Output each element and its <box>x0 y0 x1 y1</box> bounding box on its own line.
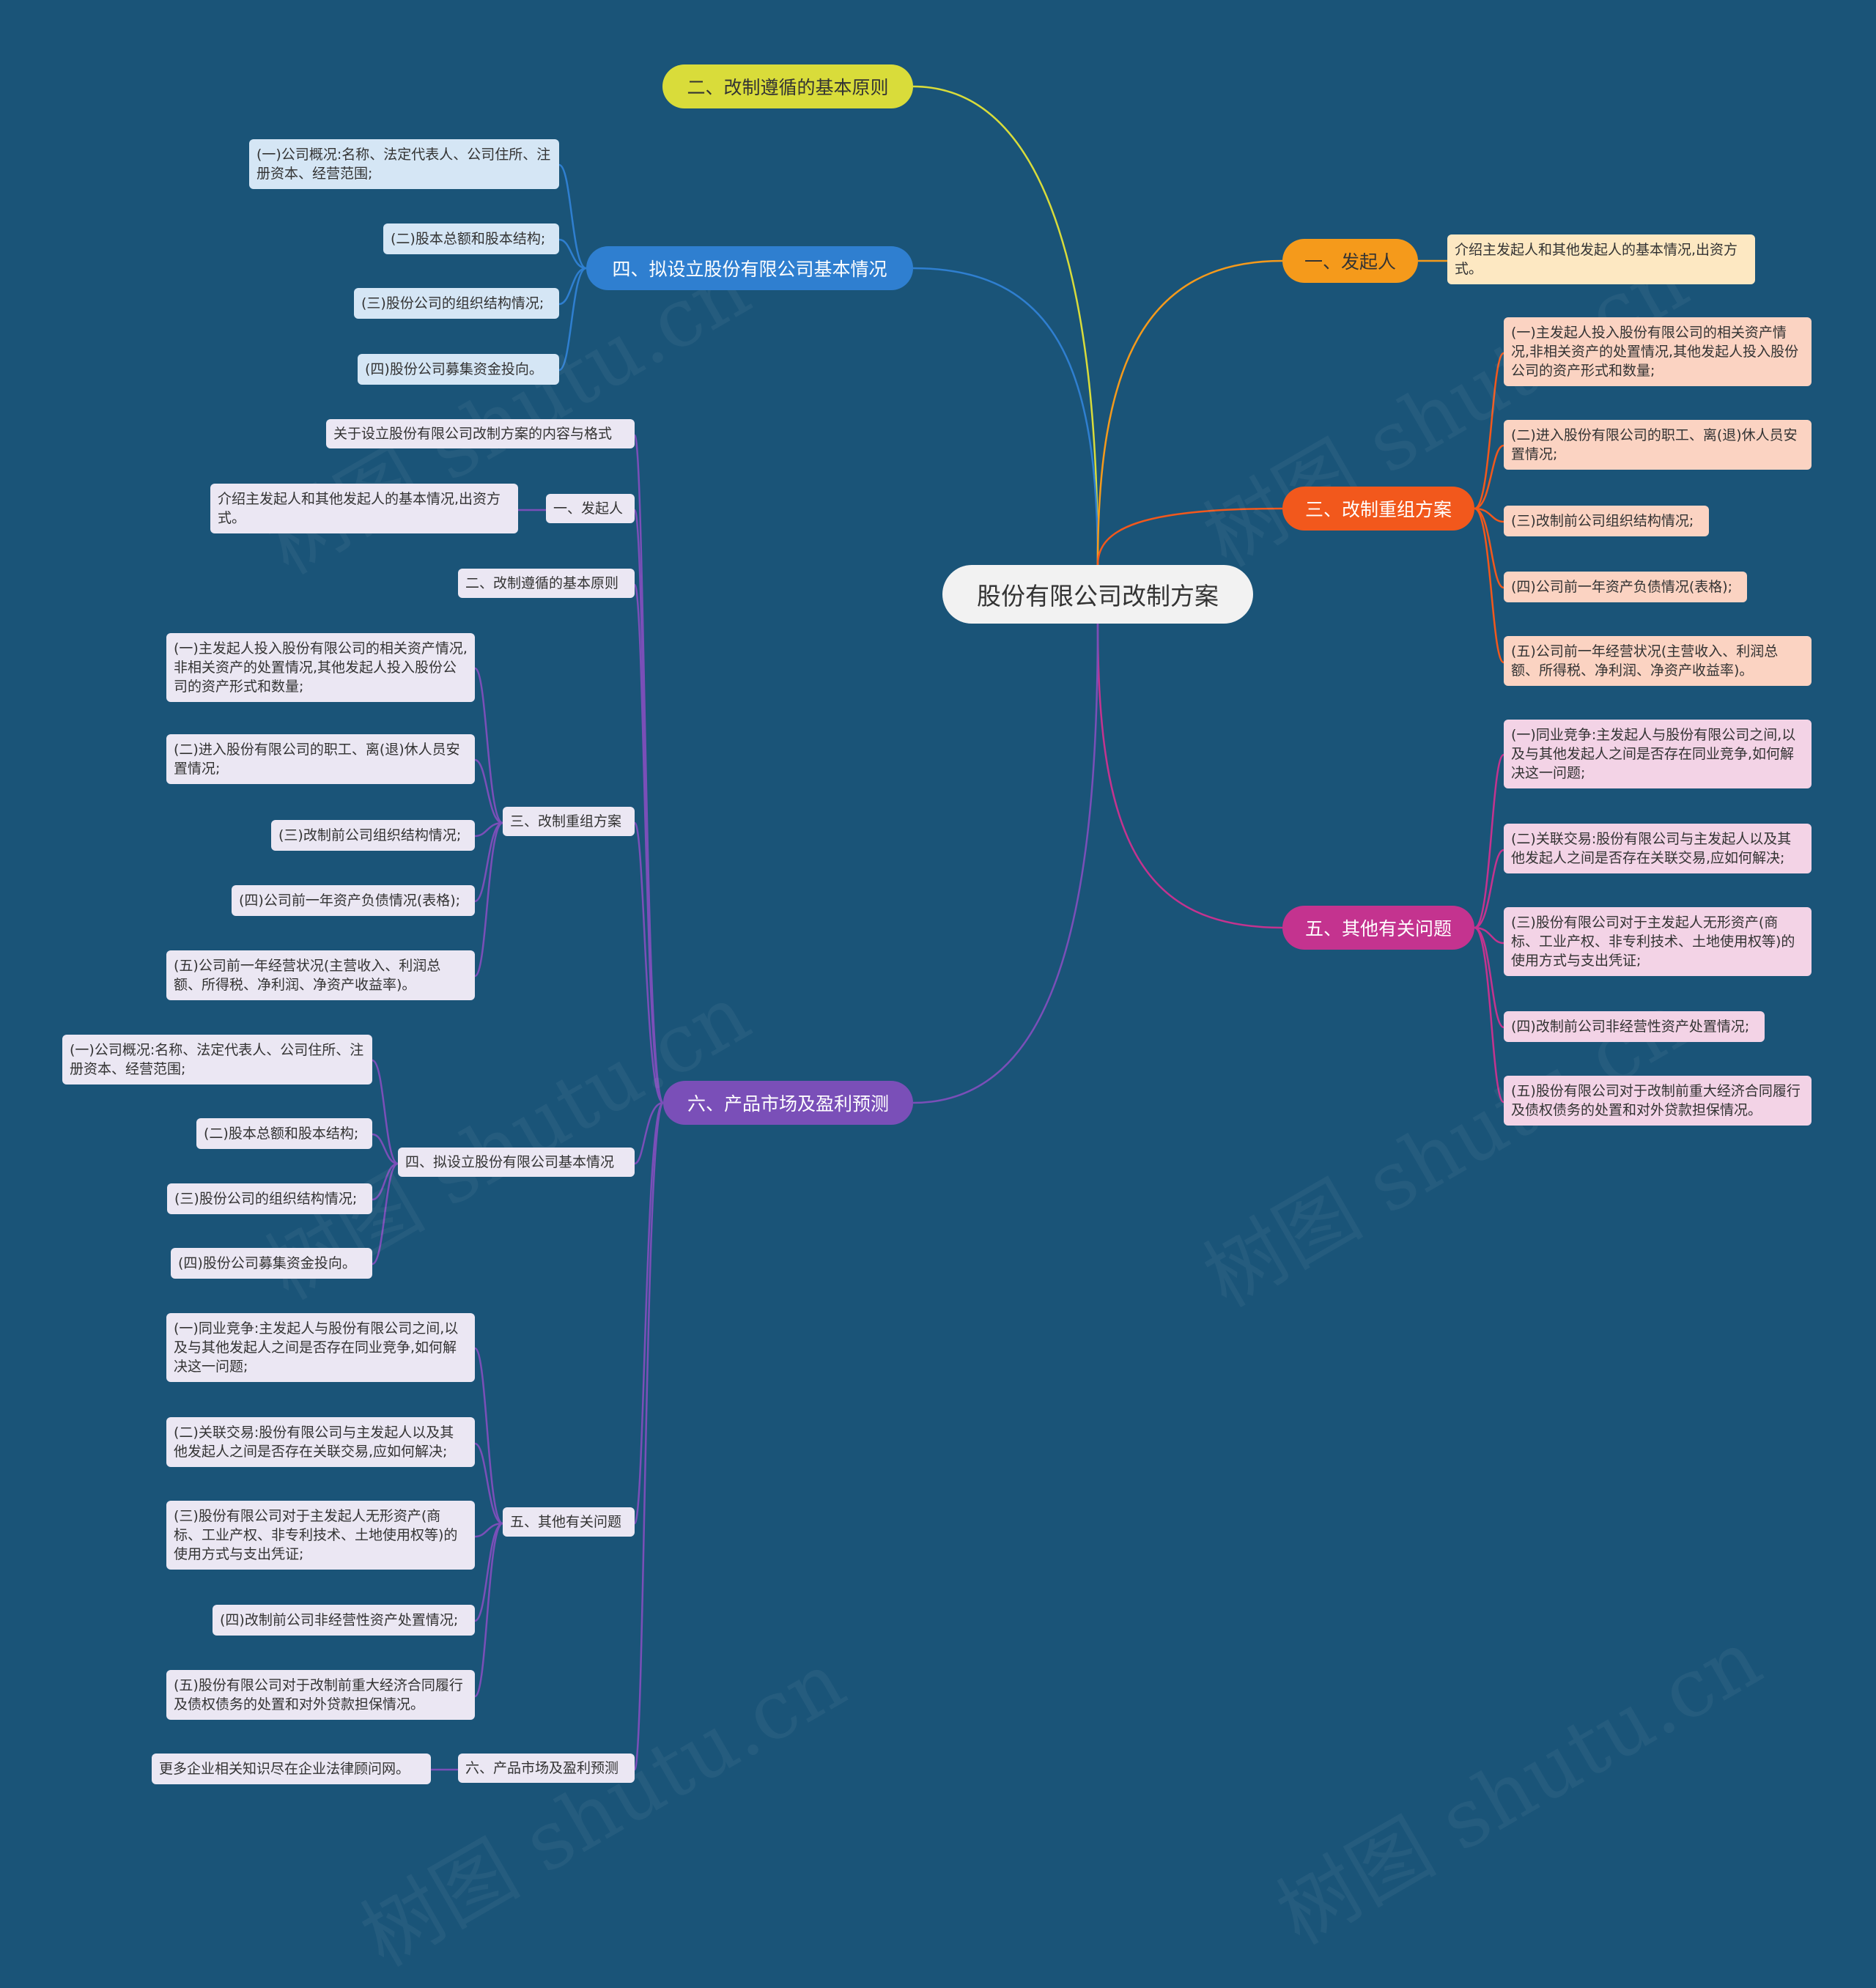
b6-sub-restructuring-item[interactable]: (一)主发起人投入股份有限公司的相关资产情况,非相关资产的处置情况,其他发起人投… <box>166 633 475 702</box>
b6-sub-restructuring-item[interactable]: (三)改制前公司组织结构情况; <box>271 820 475 851</box>
b4-item[interactable]: (二)股本总额和股本结构; <box>383 223 559 254</box>
b6-sub-other-issues-item[interactable]: (四)改制前公司非经营性资产处置情况; <box>213 1605 475 1636</box>
b6-sub-company-info[interactable]: 四、拟设立股份有限公司基本情况 <box>398 1148 635 1177</box>
b4-item[interactable]: (四)股份公司募集资金投向。 <box>358 354 559 385</box>
links-b3 <box>1474 352 1505 664</box>
b6-sub-promoters-item[interactable]: 介绍主发起人和其他发起人的基本情况,出资方式。 <box>210 484 518 533</box>
b6-sub-company-info-item[interactable]: (三)股份公司的组织结构情况; <box>167 1183 372 1214</box>
b6-sub-company-info-item[interactable]: (四)股份公司募集资金投向。 <box>171 1248 372 1279</box>
b6-sub-other-issues-item[interactable]: (三)股份有限公司对于主发起人无形资产(商标、工业产权、非专利技术、土地使用权等… <box>166 1501 475 1570</box>
b6-sub-restructuring-item[interactable]: (四)公司前一年资产负债情况(表格); <box>232 885 475 916</box>
b4-item[interactable]: (一)公司概况:名称、法定代表人、公司住所、注册资本、经营范围; <box>249 139 559 189</box>
b3-item[interactable]: (一)主发起人投入股份有限公司的相关资产情况,非相关资产的处置情况,其他发起人投… <box>1504 317 1812 386</box>
b5-item[interactable]: (四)改制前公司非经营性资产处置情况; <box>1504 1011 1765 1042</box>
b6-sub-promoters[interactable]: 一、发起人 <box>546 494 635 523</box>
branch-company-basic-info[interactable]: 四、拟设立股份有限公司基本情况 <box>586 246 913 290</box>
mindmap-links <box>372 85 1505 1771</box>
b1-item[interactable]: 介绍主发起人和其他发起人的基本情况,出资方式。 <box>1447 234 1755 284</box>
b6-sub-market-forecast-item[interactable]: 更多企业相关知识尽在企业法律顾问网。 <box>152 1754 431 1784</box>
branch-basic-principles[interactable]: 二、改制遵循的基本原则 <box>662 64 913 108</box>
b5-item[interactable]: (二)关联交易:股份有限公司与主发起人以及其他发起人之间是否存在关联交易,应如何… <box>1504 824 1812 873</box>
b6-title[interactable]: 关于设立股份有限公司改制方案的内容与格式 <box>326 419 635 448</box>
b6-sub-restructuring-item[interactable]: (二)进入股份有限公司的职工、离(退)休人员安置情况; <box>166 734 475 784</box>
root-topic[interactable]: 股份有限公司改制方案 <box>942 565 1253 624</box>
b6-sub-company-info-item[interactable]: (一)公司概况:名称、法定代表人、公司住所、注册资本、经营范围; <box>62 1035 372 1084</box>
links-b6 <box>372 434 665 1771</box>
b6-sub-company-info-item[interactable]: (二)股本总额和股本结构; <box>196 1118 372 1149</box>
b6-sub-other-issues-item[interactable]: (二)关联交易:股份有限公司与主发起人以及其他发起人之间是否存在关联交易,应如何… <box>166 1417 475 1467</box>
b5-item[interactable]: (一)同业竞争:主发起人与股份有限公司之间,以及与其他发起人之间是否存在同业竞争… <box>1504 720 1812 788</box>
b3-item[interactable]: (五)公司前一年经营状况(主营收入、利润总额、所得税、净利润、净资产收益率)。 <box>1504 636 1812 686</box>
link-root-b1 <box>1096 259 1283 566</box>
link-root-b4 <box>912 267 1099 566</box>
b6-sub-restructuring-item[interactable]: (五)公司前一年经营状况(主营收入、利润总额、所得税、净利润、净资产收益率)。 <box>166 950 475 1000</box>
link-root-b2 <box>912 85 1099 566</box>
b3-item[interactable]: (三)改制前公司组织结构情况; <box>1504 506 1709 536</box>
b4-item[interactable]: (三)股份公司的组织结构情况; <box>354 288 559 319</box>
b6-sub-other-issues-item[interactable]: (五)股份有限公司对于改制前重大经济合同履行及债权债务的处置和对外贷款担保情况。 <box>166 1670 475 1720</box>
b5-item[interactable]: (三)股份有限公司对于主发起人无形资产(商标、工业产权、非专利技术、土地使用权等… <box>1504 907 1812 976</box>
branch-market-forecast[interactable]: 六、产品市场及盈利预测 <box>663 1081 913 1125</box>
links-b5 <box>1474 753 1505 1104</box>
b6-sub-principles[interactable]: 二、改制遵循的基本原则 <box>458 569 635 598</box>
branch-other-issues[interactable]: 五、其他有关问题 <box>1282 906 1474 950</box>
link-root-b6 <box>912 623 1099 1104</box>
link-root-b5 <box>1096 623 1283 929</box>
b3-item[interactable]: (二)进入股份有限公司的职工、离(退)休人员安置情况; <box>1504 420 1812 470</box>
branch-promoters[interactable]: 一、发起人 <box>1282 239 1418 283</box>
b3-item[interactable]: (四)公司前一年资产负债情况(表格); <box>1504 572 1747 602</box>
b6-sub-market-forecast[interactable]: 六、产品市场及盈利预测 <box>458 1754 635 1783</box>
link-root-b3 <box>1096 507 1283 566</box>
b6-sub-other-issues[interactable]: 五、其他有关问题 <box>503 1507 635 1537</box>
links-b4 <box>558 163 587 372</box>
b6-sub-restructuring[interactable]: 三、改制重组方案 <box>503 807 635 836</box>
b6-sub-other-issues-item[interactable]: (一)同业竞争:主发起人与股份有限公司之间,以及与其他发起人之间是否存在同业竞争… <box>166 1313 475 1382</box>
b5-item[interactable]: (五)股份有限公司对于改制前重大经济合同履行及债权债务的处置和对外贷款担保情况。 <box>1504 1076 1812 1126</box>
branch-restructuring-plan[interactable]: 三、改制重组方案 <box>1282 487 1474 531</box>
